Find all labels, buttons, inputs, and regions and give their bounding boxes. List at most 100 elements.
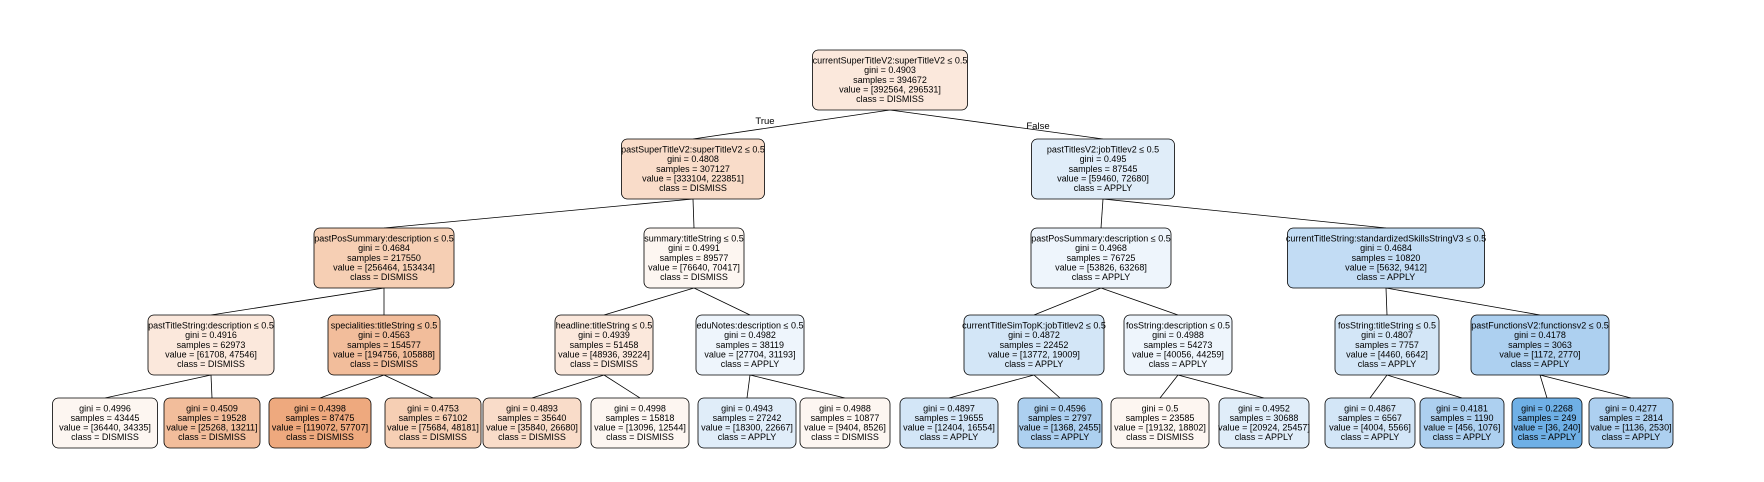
- node-text-line: samples = 38119: [716, 340, 784, 350]
- node-text-line: pastPosSummary:description ≤ 0.5: [314, 234, 454, 244]
- node-text-line: class = DISMISS: [1126, 432, 1194, 442]
- decision-node: currentTitleSimTopK:jobTitlev2 ≤ 0.5gini…: [962, 314, 1106, 376]
- node-text-line: value = [1368, 2455]: [1019, 423, 1101, 433]
- tree-edge-line: [948, 374, 1035, 399]
- node-text-line: class = APPLY: [920, 432, 979, 442]
- node-text-line: samples = 87545: [1069, 164, 1138, 174]
- node-text-line: gini = 0.4916: [185, 330, 237, 340]
- tree-edge-line: [692, 109, 891, 140]
- node-box: [163, 397, 261, 449]
- node-text-line: pastTitlesV2:jobTitlev2 ≤ 0.5: [1047, 145, 1159, 155]
- node-text-line: class = DISMISS: [660, 272, 728, 282]
- node-text-line: gini = 0.4988: [819, 403, 871, 413]
- node-text-line: samples = 15818: [606, 413, 675, 423]
- nodes-layer: currentSuperTitleV2:superTitleV2 ≤ 0.5gi…: [52, 49, 1674, 449]
- node-text-line: gini = 0.4753: [407, 403, 459, 413]
- node-text-line: value = [19132, 18802]: [1114, 423, 1206, 433]
- node-text-line: value = [119072, 57707]: [272, 423, 368, 433]
- node-text-line: eduNotes:description ≤ 0.5: [696, 321, 803, 331]
- node-box: [1123, 314, 1233, 376]
- node-text-line: gini = 0.4988: [1152, 330, 1204, 340]
- node-text-line: samples = 249: [1518, 413, 1577, 423]
- node-text-line: samples = 87475: [286, 413, 355, 423]
- tree-edge-line: [1539, 374, 1548, 399]
- tree-edge: [693, 287, 751, 316]
- node-text-line: gini = 0.4277: [1605, 403, 1657, 413]
- node-text-line: samples = 19655: [915, 413, 984, 423]
- node-text-line: class = DISMISS: [606, 432, 674, 442]
- node-text-line: value = [25268, 13211]: [166, 423, 257, 433]
- node-text-line: samples = 51458: [570, 340, 639, 350]
- tree-edge: [1385, 287, 1388, 316]
- tree-edge-line: [1159, 374, 1179, 399]
- tree-edge: [1177, 374, 1265, 399]
- node-text-line: class = APPLY: [1235, 432, 1294, 442]
- node-text-line: value = [18300, 22667]: [701, 423, 793, 433]
- tree-edge: [531, 374, 605, 399]
- tree-edge: [319, 374, 385, 399]
- node-text-line: value = [1172, 2770]: [1499, 349, 1580, 359]
- edges-layer: [104, 109, 1632, 399]
- node-box: [327, 314, 441, 376]
- tree-edge: [1102, 198, 1387, 229]
- tree-edge-line: [1177, 374, 1265, 399]
- node-text-line: class = APPLY: [1511, 359, 1570, 369]
- node-box: [384, 397, 482, 449]
- node-text-line: gini = 0.4939: [578, 330, 630, 340]
- node-text-line: class = APPLY: [1072, 272, 1131, 282]
- node-text-line: value = [13096, 12544]: [594, 423, 686, 433]
- decision-node: pastSuperTitleV2:superTitleV2 ≤ 0.5gini …: [621, 138, 765, 200]
- node-text-line: value = [333104, 223851]: [642, 173, 744, 183]
- tree-edge-line: [319, 374, 385, 399]
- node-box: [1110, 397, 1210, 449]
- node-box: [313, 227, 455, 289]
- node-text-line: samples = 62973: [177, 340, 246, 350]
- node-text-line: gini = 0.4509: [186, 403, 238, 413]
- tree-edge-line: [1100, 198, 1104, 229]
- node-text-line: pastFunctionsV2:functionsv2 ≤ 0.5: [1471, 321, 1609, 331]
- tree-edge: [104, 374, 212, 399]
- node-box: [812, 49, 968, 111]
- node-text-line: class = DISMISS: [856, 94, 924, 104]
- node-text-line: class = DISMISS: [659, 183, 727, 193]
- node-text-line: gini = 0.4563: [358, 330, 410, 340]
- tree-edge: [603, 287, 695, 316]
- node-text-line: class = APPLY: [1518, 432, 1577, 442]
- tree-edge-line: [1385, 287, 1388, 316]
- node-text-line: value = [53826, 63268]: [1055, 262, 1147, 272]
- tree-edge-line: [1033, 374, 1061, 399]
- tree-edge: [692, 198, 695, 229]
- tree-edge: [1539, 374, 1632, 399]
- node-text-line: samples = 89577: [660, 253, 729, 263]
- node-text-line: value = [1136, 2530]: [1590, 423, 1671, 433]
- node-text-line: value = [5632, 9412]: [1345, 262, 1427, 272]
- node-box: [590, 397, 690, 449]
- node-text-line: class = APPLY: [1005, 359, 1064, 369]
- node-text-line: gini = 0.4893: [506, 403, 558, 413]
- node-text-line: value = [76640, 70417]: [648, 262, 740, 272]
- node-text-line: samples = 217550: [347, 253, 421, 263]
- node-box: [1017, 397, 1103, 449]
- tree-edge-line: [1369, 374, 1388, 399]
- node-text-line: pastSuperTitleV2:superTitleV2 ≤ 0.5: [621, 145, 765, 155]
- node-text-line: class = APPLY: [1357, 272, 1416, 282]
- node-text-line: gini = 0.4807: [1361, 330, 1413, 340]
- node-box: [1419, 397, 1505, 449]
- edge-label-false: False: [1026, 121, 1049, 132]
- tree-edge-line: [210, 287, 385, 316]
- node-text-line: class = DISMISS: [498, 432, 566, 442]
- node-text-line: samples = 6567: [1338, 413, 1402, 423]
